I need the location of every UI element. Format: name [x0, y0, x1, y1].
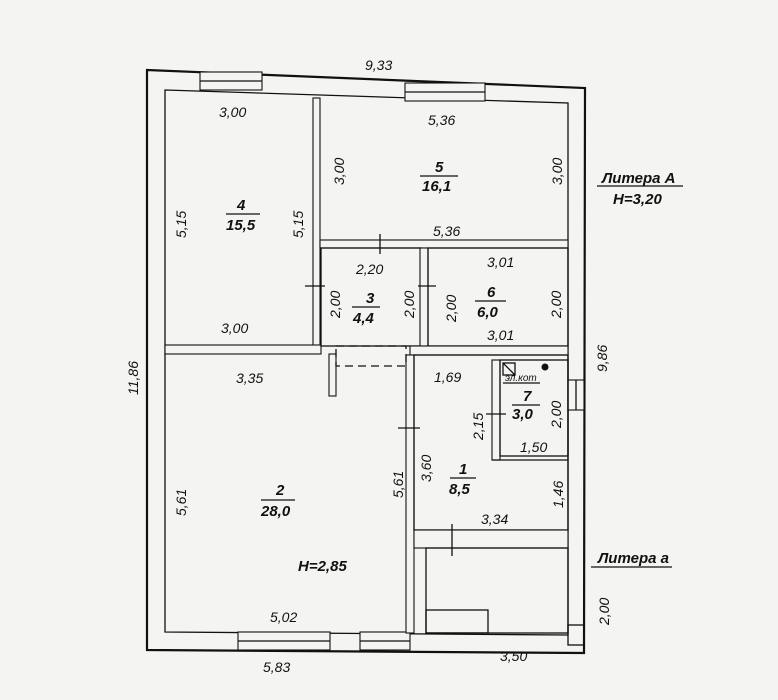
room-7-right: 2,00: [548, 401, 564, 429]
room-2-height: Н=2,85: [298, 558, 347, 575]
room-5-top: 5,36: [428, 112, 455, 128]
litera-main-height: Н=3,20: [613, 191, 662, 208]
room-7: эл.кот 7 3,0 2,15 2,00 1,50: [470, 373, 564, 455]
room-6: 6 6,0 3,01 3,01 2,00 2,00: [443, 254, 564, 343]
room-5-right: 3,00: [549, 158, 565, 185]
room-7-label: эл.кот: [505, 373, 537, 384]
overall-width-bottom-annex: 3,50: [500, 648, 527, 664]
room-7-left: 2,15: [470, 413, 486, 441]
room-1-left: 3,60: [418, 455, 434, 482]
overall-height-left: 11,86: [125, 361, 141, 395]
room-3-top: 2,20: [355, 261, 383, 277]
room-4-top: 3,00: [219, 104, 246, 120]
room-3-area: 4,4: [352, 310, 375, 327]
room-6-bottom: 3,01: [487, 327, 514, 343]
room-4-area: 15,5: [226, 217, 256, 234]
room-1: 1 8,5 1,69 3,60 3,34 1,46: [418, 369, 566, 527]
room-1-top: 1,69: [434, 369, 461, 385]
room-4-bottom: 3,00: [221, 320, 248, 336]
overall-width-bottom-main: 5,83: [263, 659, 290, 675]
interior-walls: [164, 97, 585, 646]
room-1-right: 1,46: [550, 481, 566, 508]
litera-annex-name: Литера а: [597, 550, 669, 567]
room-3: 3 4,4 2,20 2,00 2,00: [327, 261, 417, 327]
room-6-right: 2,00: [548, 291, 564, 319]
overall-width-top: 9,33: [365, 57, 392, 73]
room-5-bottom: 5,36: [433, 223, 460, 239]
room-2: 2 28,0 Н=2,85 3,35 5,02 5,61 5,61: [173, 370, 406, 625]
room-3-number: 3: [366, 290, 375, 307]
room-4-left: 5,15: [173, 211, 189, 238]
room-2-top: 3,35: [236, 370, 263, 386]
outer-walls: [145, 68, 587, 655]
room-4-number: 4: [236, 197, 246, 214]
room-5: 5 16,1 5,36 5,36 3,00 3,00: [331, 112, 565, 239]
room-7-number: 7: [523, 388, 532, 405]
litera-main-name: Литера А: [601, 170, 675, 187]
room-6-number: 6: [487, 284, 496, 301]
room-7-area: 3,0: [512, 406, 534, 423]
room-4-right: 5,15: [290, 211, 306, 238]
room-6-left: 2,00: [443, 295, 459, 323]
room-2-bottom: 5,02: [270, 609, 297, 625]
boiler-marker: [541, 363, 549, 371]
windows: [199, 71, 585, 651]
room-1-area: 8,5: [449, 481, 471, 498]
annex-height: 2,00: [596, 598, 612, 626]
room-1-bottom: 3,34: [481, 511, 508, 527]
room-2-area: 28,0: [260, 503, 291, 520]
room-5-area: 16,1: [422, 178, 451, 195]
overall-height-right: 9,86: [594, 345, 610, 372]
room-2-right: 5,61: [390, 471, 406, 498]
room-5-number: 5: [435, 159, 444, 176]
door-marks: [305, 234, 506, 556]
room-7-bottom: 1,50: [520, 439, 547, 455]
room-6-top: 3,01: [487, 254, 514, 270]
room-1-number: 1: [459, 461, 467, 478]
room-2-left: 5,61: [173, 489, 189, 516]
room-3-right: 2,00: [401, 291, 417, 319]
room-5-left: 3,00: [331, 158, 347, 185]
room-6-area: 6,0: [477, 304, 499, 321]
room-4: 4 15,5 3,00 3,00 5,15 5,15: [173, 104, 306, 336]
room-3-left: 2,00: [327, 291, 343, 319]
room-2-number: 2: [275, 482, 285, 499]
